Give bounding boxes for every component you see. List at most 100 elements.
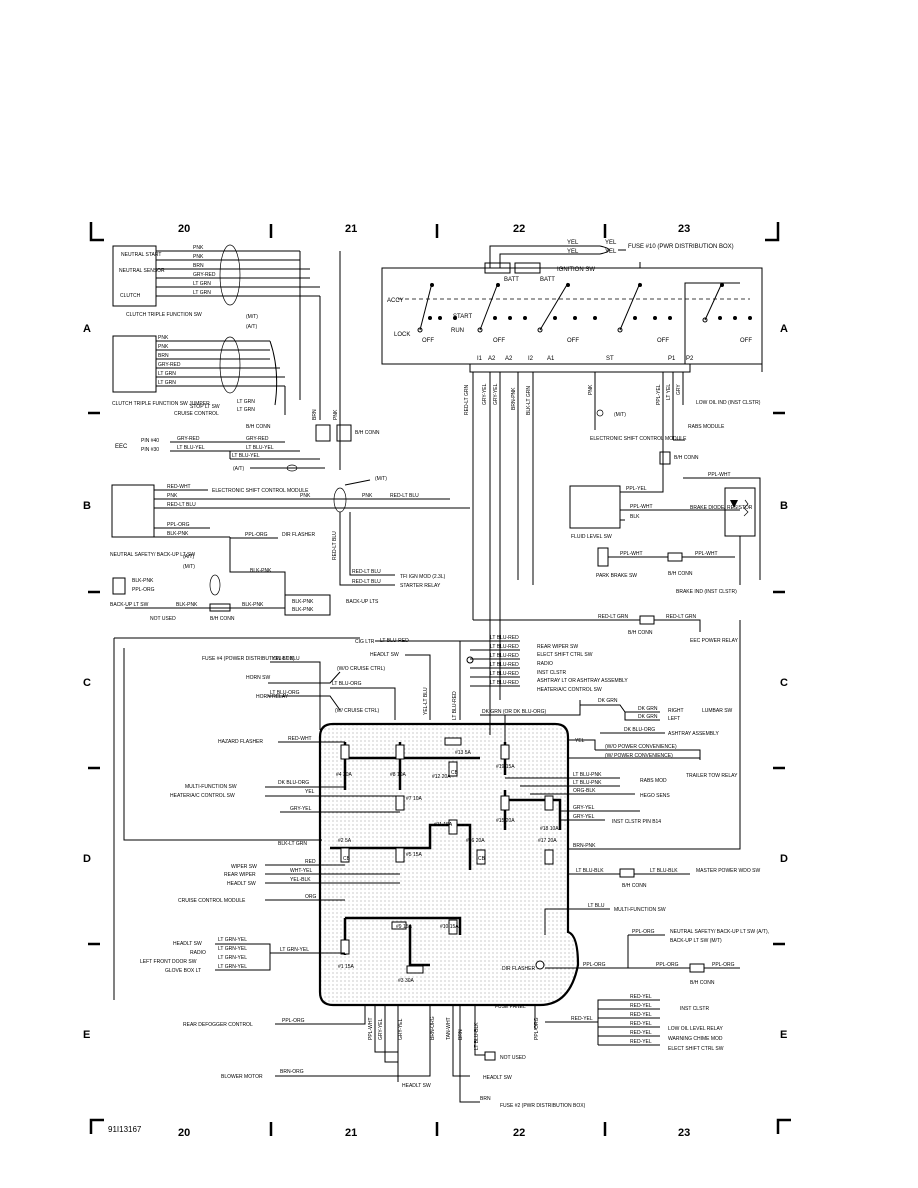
jw-pnk-2: PNK [158, 344, 169, 350]
bw-ppl-wht: PPL-WHT [368, 1018, 374, 1041]
ppl-wht-label-3: PPL-WHT [620, 551, 643, 557]
red-wht-label: RED-WHT [167, 484, 191, 490]
elect-shift-ctrl-sw-label: ELECT SHIFT CTRL SW [537, 652, 593, 658]
col-label-bottom-22: 22 [513, 1127, 525, 1139]
fuse4-label: FUSE #4 (POWER DISTRIBUTION BOX) [202, 656, 295, 662]
heater-ac-control-sw-label: HEATER/A/C CONTROL SW [170, 793, 235, 799]
yel-label-left: YEL [305, 789, 315, 795]
inst-clstr-pin-label: INST CLSTR PIN B14 [612, 819, 661, 825]
terminal-a1: A1 [547, 356, 555, 362]
dk-grn-label-3: DK GRN [638, 706, 658, 712]
brake-diode-label: BRAKE DIODE/ RESISTOR [690, 505, 753, 511]
mt-label-3: (M/T) [183, 564, 195, 570]
red-yel-label-3: RED-YEL [630, 1012, 652, 1018]
sw-wire-pnk-1: PNK [193, 245, 204, 251]
ppl-wht-label: PPL-WHT [630, 504, 653, 510]
ppl-org-label: PPL-ORG [167, 522, 190, 528]
vwire-gry-yel-2: GRY-YEL [493, 383, 499, 405]
bw-tan-wht: TAN-WHT [446, 1017, 452, 1040]
wht-yel-label: WHT-YEL [290, 868, 312, 874]
lt-blu-yel-label-2: LT BLU-YEL [246, 445, 274, 451]
terminal-a2b: A2 [505, 356, 513, 362]
ppl-wht-label-4: PPL-WHT [695, 551, 718, 557]
rabs-mod-label: RABS MOD [640, 778, 667, 784]
pin40-label: PIN #40 [141, 438, 159, 444]
jw-lt-grn-1: LT GRN [158, 371, 176, 377]
vwire-pnk-2: PNK [333, 409, 339, 420]
col-label-top-22: 22 [513, 223, 525, 235]
bh-conn-right-label-5: B/H CONN [690, 980, 715, 986]
hego-sens-label: HEGO SENS [640, 793, 670, 799]
bw-brn: BRN [458, 1029, 464, 1040]
bh-conn-right-label-2: B/H CONN [668, 571, 693, 577]
fuse-panel-right-connections: DK GRN (OR DK BLU-ORG) DK GRN DK GRN DK … [480, 620, 769, 1109]
red-yel-label-6: RED-YEL [630, 1039, 652, 1045]
blk-pnk-label-5: BLK-PNK [242, 602, 264, 608]
heater-ac-label: HEATER/A/C CONTROL SW [537, 687, 602, 693]
master-power-wdo-sw-label: MASTER POWER WDO SW [696, 868, 760, 874]
ppl-org-right-label-1: PPL-ORG [632, 929, 655, 935]
bw-gry-yel-2: GRY-YEL [398, 1018, 404, 1040]
batt-label-1: BATT [504, 277, 519, 283]
brn-pnk-label: BRN-PNK [573, 843, 596, 849]
dir-flasher-panel-label: DIR FLASHER [502, 966, 535, 972]
sw-wire-pnk-2: PNK [193, 254, 204, 260]
ppl-wht-label-2: PPL-WHT [708, 472, 731, 478]
radio-label: RADIO [537, 661, 553, 667]
center-distribution: CIG LTR LT BLU-RED HEADLT SW FUSE #4 (PO… [113, 635, 628, 1000]
bw-ppl-org: PPL-ORG [534, 1017, 540, 1040]
fuse-12: #12 20A [432, 774, 451, 780]
park-brake-sw-label: PARK BRAKE SW [596, 573, 637, 579]
blk-pnk-label-3: BLK-PNK [132, 578, 154, 584]
multi-function-sw-right-label: MULTI-FUNCTION SW [614, 907, 666, 913]
jumper-label: CLUTCH TRIPLE FUNCTION SW JUMPER [112, 401, 210, 407]
clutch-triple-sw-label: CLUTCH TRIPLE FUNCTION SW [126, 312, 202, 318]
esc-module-label: ELECTRONIC SHIFT CONTROL MODULE [212, 488, 309, 494]
right-label: RIGHT [668, 708, 684, 714]
wire-label-yel-4: YEL [605, 249, 617, 255]
frame-marks [88, 222, 791, 1136]
jw-lt-grn-2: LT GRN [158, 380, 176, 386]
dk-grn-label-4: DK GRN [638, 714, 658, 720]
lt-blu-red-label-3: LT BLU-RED [490, 653, 519, 659]
headlt-sw-label-2: HEADLT SW [227, 881, 256, 887]
off-label-5: OFF [740, 338, 752, 344]
multi-function-sw-label: MULTI-FUNCTION SW [185, 784, 237, 790]
vwire-yel-lt-blu: YEL-LT BLU [423, 687, 429, 715]
at-label-1: (A/T) [246, 324, 257, 330]
bh-conn-label-1: B/H CONN [355, 430, 380, 436]
dk-grn-label: DK GRN (OR DK BLU-ORG) [482, 709, 547, 715]
neutral-safety-label: NEUTRAL SAFETY/ BACK-UP LT SW [110, 552, 195, 558]
gry-yel-right-label-2: GRY-YEL [573, 814, 595, 820]
back-up-lts-label: BACK-UP LTS [346, 599, 379, 605]
col-label-bottom-21: 21 [345, 1127, 357, 1139]
ashtray-assembly-label: ASHTRAY ASSEMBLY [668, 731, 720, 737]
terminal-p1: P1 [668, 356, 676, 362]
trailer-tow-relay-label: TRAILER TOW RELAY [686, 773, 738, 779]
lt-blu-label: LT BLU [588, 903, 605, 909]
lt-blu-red-label-2: LT BLU-RED [490, 644, 519, 650]
fuse-panel-left-connections: HAZARD FLASHER RED-WHT MULTI-FUNCTION SW… [140, 736, 540, 1103]
lt-blu-red-label-4: LT BLU-RED [490, 662, 519, 668]
fuse-15: #15 20A [496, 818, 515, 824]
dk-blu-org-label: DK BLU-ORG [278, 780, 309, 786]
elect-shift-ctrl-sw-label-2: ELECT SHIFT CTRL SW [668, 1046, 724, 1052]
at-label-2: (A/T) [233, 466, 244, 472]
esc-module-right-label: ELECTRONIC SHIFT CONTROL MODULE [590, 436, 687, 442]
back-up-lt-sw: BLK-PNK PPL-ORG BACK-UP LT SW NOT USED B… [110, 574, 379, 622]
fuse-7: #7 10A [406, 796, 423, 802]
lt-blu-red-label-5: LT BLU-RED [490, 671, 519, 677]
dk-blu-org-right-label: DK BLU-ORG [624, 727, 655, 733]
blk-label: BLK [630, 514, 640, 520]
at-label-3: (A/T) [183, 554, 194, 560]
off-label-1: OFF [422, 338, 434, 344]
fuse10-label: FUSE #10 (PWR DISTRIBUTION BOX) [628, 244, 734, 250]
rabs-module-label: RABS MODULE [688, 424, 725, 430]
rear-wiper-label: REAR WIPER [224, 872, 256, 878]
brake-ind-label: BRAKE IND (INST CLSTR) [676, 589, 737, 595]
headlt-sw-label-4: HEADLT SW [402, 1083, 431, 1089]
accy-label: ACCY [387, 298, 404, 304]
vwire-red-lt-grn: RED-LT GRN [464, 385, 470, 415]
bw-gry-yel-1: GRY-YEL [378, 1018, 384, 1040]
left-front-door-sw-label: LEFT FRONT DOOR SW [140, 959, 197, 965]
